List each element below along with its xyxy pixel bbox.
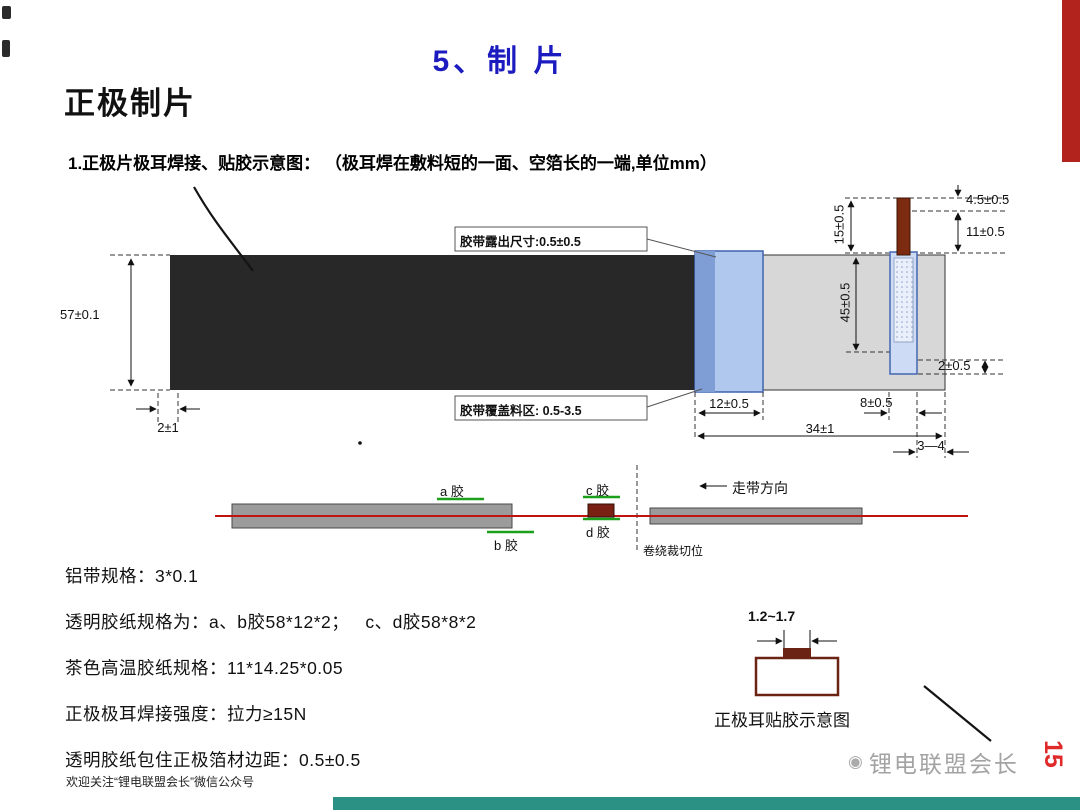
pen-annotations: [193, 186, 992, 742]
callout-box-top: [454, 226, 648, 252]
glue-b-label: b 胶: [494, 538, 518, 553]
dim-tab-tip: 4.5±0.5: [966, 192, 1010, 207]
cut-position-label: 卷绕裁切位: [643, 544, 704, 558]
figure-heading-text: 1.正极片极耳焊接、贴胶示意图：: [68, 154, 321, 173]
spec-wrap-margin: 透明胶纸包住正极箔材边距：0.5±0.5: [65, 750, 361, 770]
page-title: 5、制 片: [432, 45, 568, 78]
end-tape-hatch: [893, 257, 914, 343]
dim-tab-total: 15±0.5: [831, 204, 847, 245]
pen-dot: [358, 441, 362, 445]
coated-area: [170, 255, 695, 390]
tab-tape-dim: 1.2~1.7: [748, 608, 796, 624]
callout-tape-exposed: 胶带露出尺寸:0.5±0.5: [460, 235, 581, 249]
web-direction-label: 走带方向: [732, 480, 788, 496]
figure-heading: 1.正极片极耳焊接、贴胶示意图： （极耳焊在敷料短的一面、空箔长的一端,单位mm…: [68, 149, 717, 174]
footer-note: 欢迎关注“锂电联盟会长”微信公众号: [66, 775, 254, 789]
tape-edge: [695, 251, 715, 392]
dim-tape-left: 12±0.5: [709, 396, 749, 411]
dim-foil-length: 34±1: [805, 421, 835, 436]
callout-box-bottom: [454, 395, 648, 421]
glue-c-label: c 胶: [586, 483, 610, 498]
glue-marks: [437, 495, 620, 534]
spec-clear-tape: 透明胶纸规格为：a、b胶58*12*2； c、d胶58*8*2: [65, 612, 477, 632]
dim-tape-vertical: 45±0.5: [837, 282, 853, 323]
tab-tape-tab: [783, 648, 811, 659]
callout-tape-coverage: 胶带覆盖料区: 0.5-3.5: [460, 404, 582, 418]
construction-lines: [110, 197, 1008, 550]
watermark: ◉ 锂电联盟会长: [848, 745, 1019, 779]
watermark-logo-icon: ◉: [848, 752, 865, 771]
right-accent-bar: [1062, 0, 1080, 162]
dim-left-margin: 2±1: [157, 420, 179, 435]
dim-tape-right: 8±0.5: [860, 395, 893, 410]
dim-end-margin: 3—4: [917, 438, 945, 453]
spec-weld-strength: 正极极耳焊接强度：拉力≥15N: [65, 704, 307, 724]
spec-aluminum-strip: 铝带规格：3*0.1: [65, 566, 199, 586]
glue-d-label: d 胶: [586, 525, 610, 540]
positive-tab: [896, 197, 911, 256]
scan-artifact: [2, 6, 11, 19]
spec-brown-tape: 茶色高温胶纸规格：11*14.25*0.05: [65, 658, 344, 678]
figure-heading-note: （极耳焊在敷料短的一面、空箔长的一端,单位mm）: [324, 154, 717, 173]
scan-artifact: [2, 40, 10, 57]
callouts: [454, 226, 717, 421]
section-title: 正极制片: [64, 86, 196, 121]
bottom-accent-bar: [333, 797, 1080, 810]
dim-tab-exposed: 11±0.5: [966, 224, 1005, 239]
watermark-text: 锂电联盟会长: [868, 751, 1019, 777]
dim-strip-width: 57±0.1: [60, 307, 100, 322]
dimension-lines: [127, 185, 989, 654]
tab-diagram-caption: 正极耳贴胶示意图: [714, 711, 850, 730]
glue-a-label: a 胶: [440, 484, 464, 499]
tab-tape-outline: [754, 656, 840, 697]
tab-joint: [587, 503, 615, 518]
page-number: 15: [1039, 740, 1067, 768]
dim-bottom-gap: 2±0.5: [938, 358, 971, 373]
